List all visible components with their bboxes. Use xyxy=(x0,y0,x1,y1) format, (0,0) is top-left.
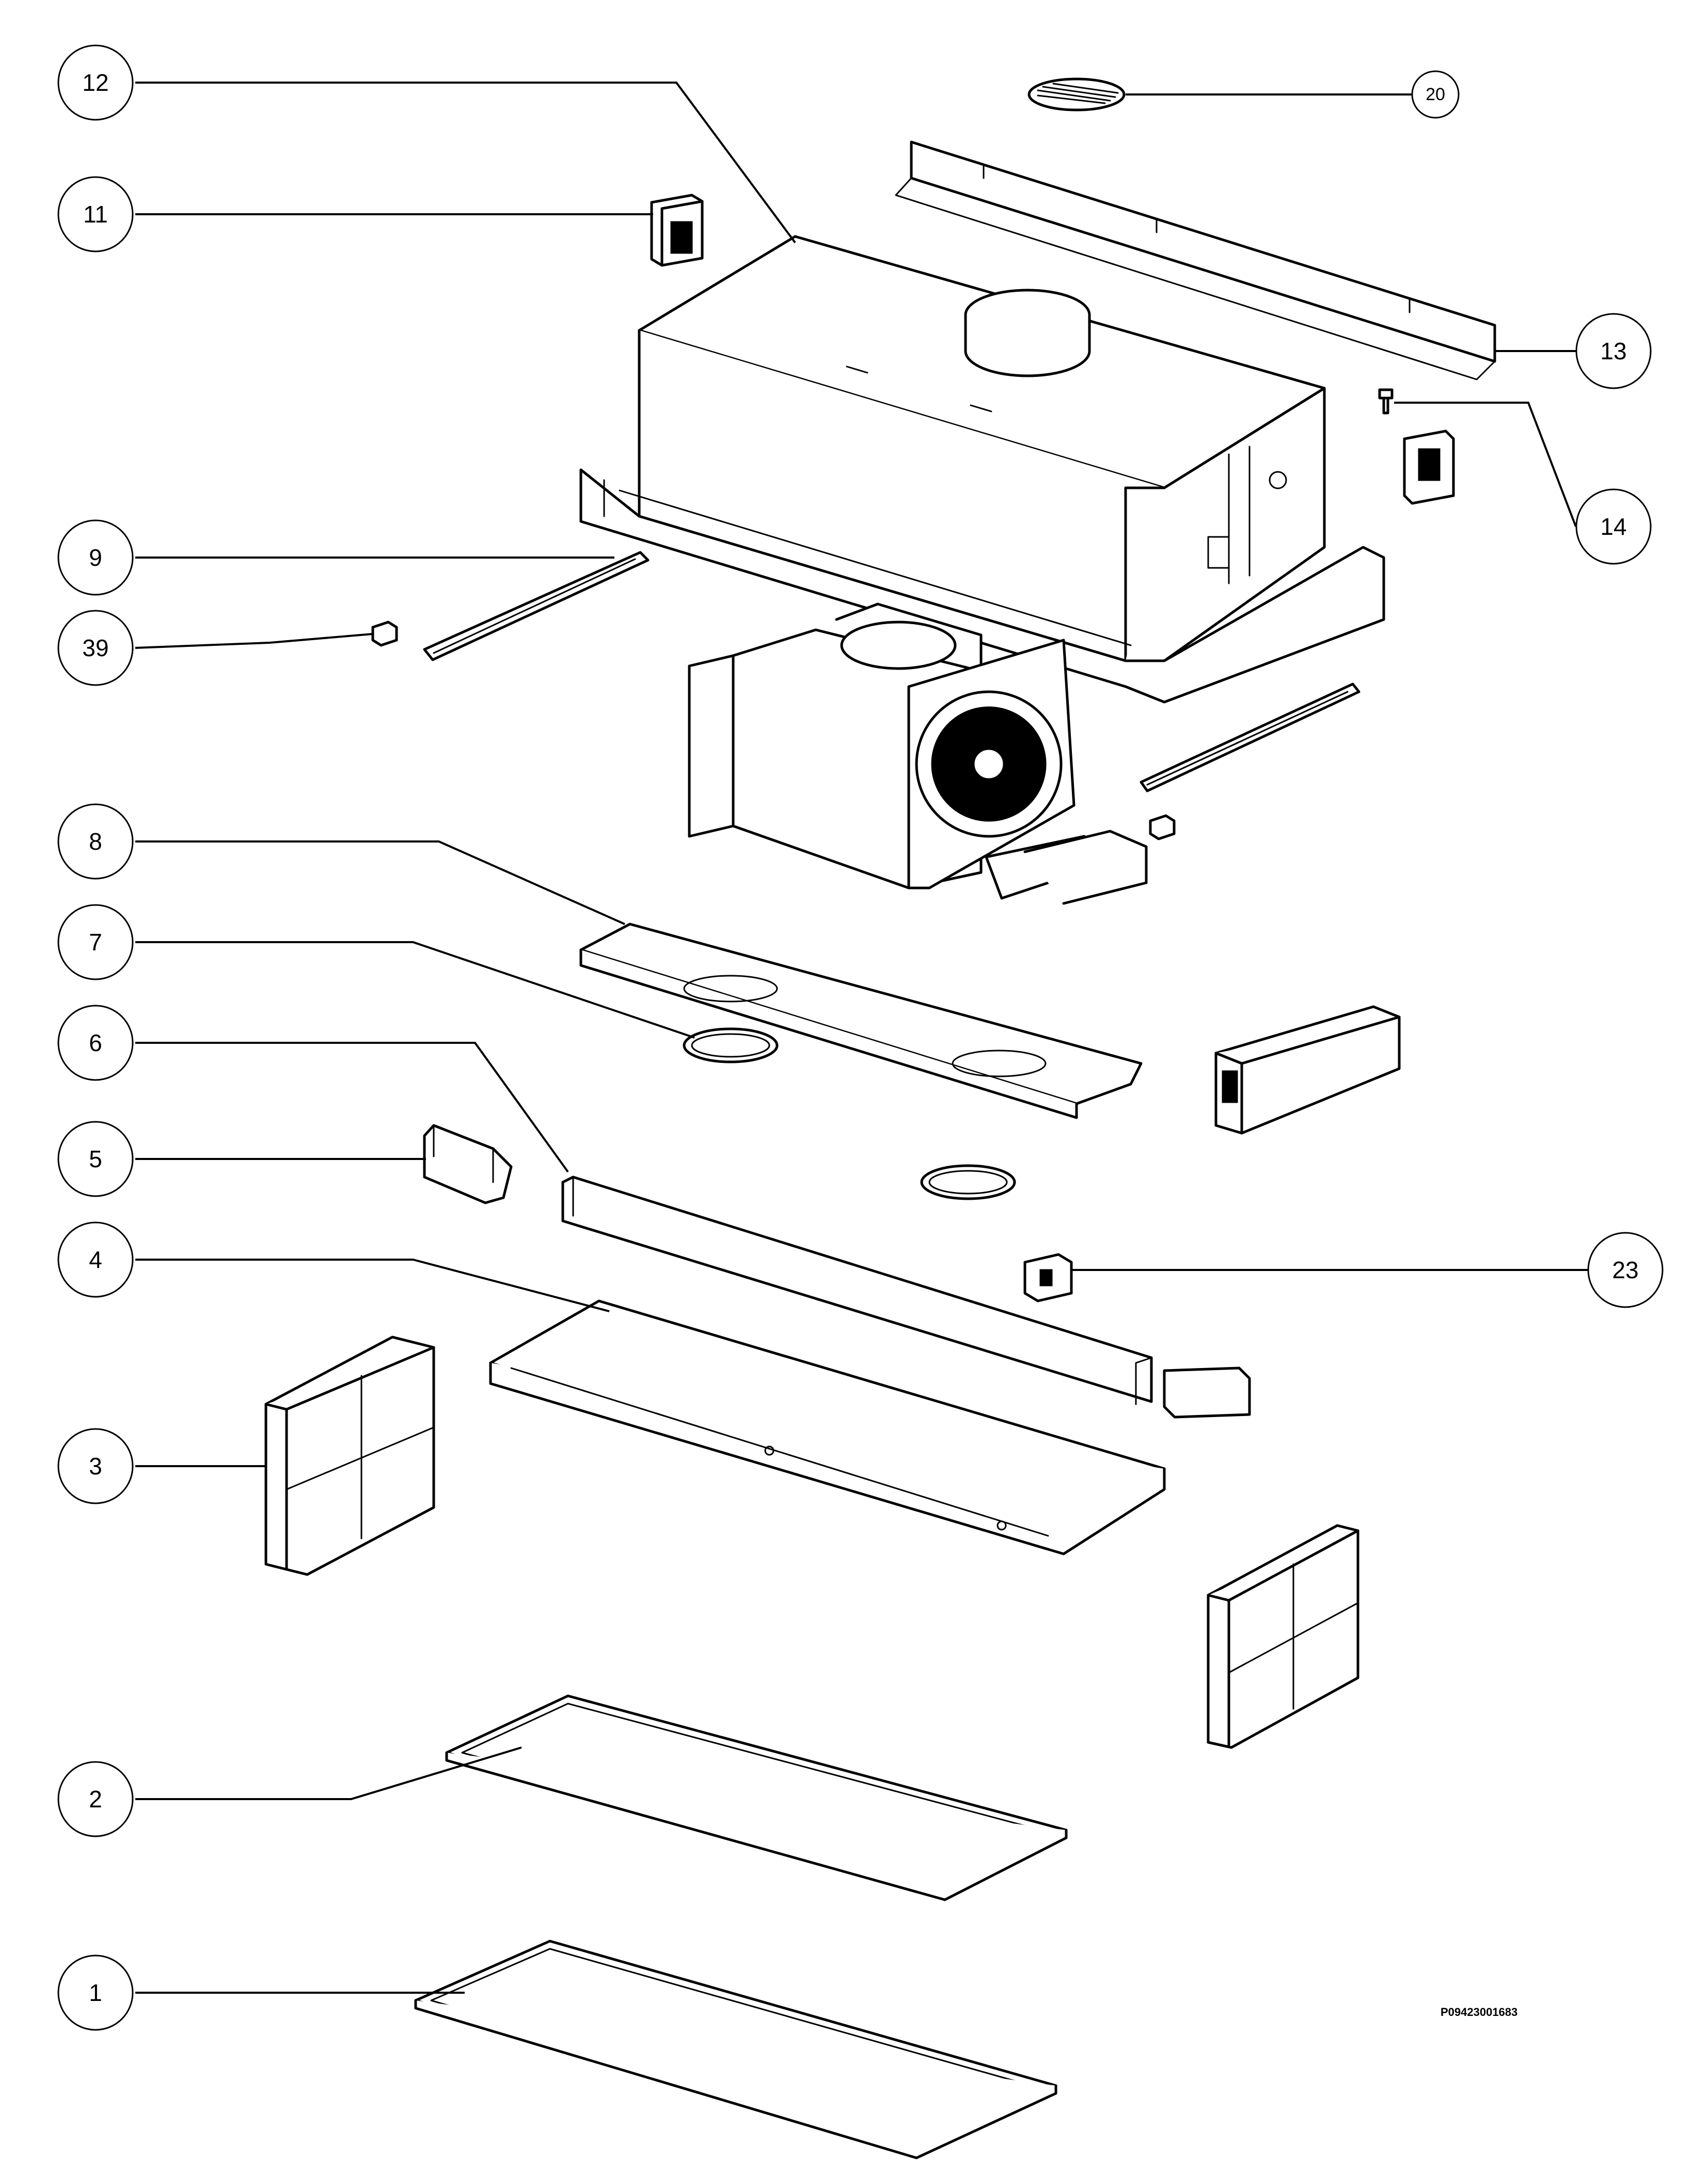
leader-4 xyxy=(135,1259,610,1312)
part-11-switch-module xyxy=(650,194,704,267)
callout-23: 23 xyxy=(1587,1232,1664,1308)
callout-bubble xyxy=(57,44,134,121)
callout-1: 1 xyxy=(57,1954,134,2031)
callout-label: 13 xyxy=(1600,338,1626,364)
callout-bubble xyxy=(1411,70,1460,119)
callout-39: 39 xyxy=(57,610,134,686)
part-3-side-panel-left xyxy=(264,1336,435,1576)
callout-20: 20 xyxy=(1411,70,1460,119)
callout-label: 4 xyxy=(89,1246,102,1273)
callout-bubble xyxy=(1575,488,1652,565)
callout-label: 12 xyxy=(82,69,108,96)
callout-bubble xyxy=(57,1121,134,1197)
leader-14 xyxy=(1394,402,1577,527)
callout-13: 13 xyxy=(1575,313,1652,389)
part-39-clip xyxy=(371,621,398,647)
part-20-mesh-disc xyxy=(1027,77,1126,112)
callout-bubble xyxy=(57,1761,134,1837)
callout-label: 7 xyxy=(89,929,102,956)
callout-4: 4 xyxy=(57,1221,134,1298)
part-2-grease-filter xyxy=(445,1694,1068,1901)
callout-label: 2 xyxy=(89,1786,102,1813)
callout-14: 14 xyxy=(1575,488,1652,565)
callout-label: 11 xyxy=(83,201,108,228)
leader-8 xyxy=(135,840,625,925)
callout-label: 1 xyxy=(89,1979,102,2006)
rail-right xyxy=(1140,682,1361,792)
motor-fan-assembly xyxy=(688,602,1148,905)
part-7-gasket-ring xyxy=(683,1027,779,1063)
leader-6 xyxy=(135,1042,569,1173)
part-8-frame-plate xyxy=(579,923,1143,1119)
callout-bubble xyxy=(57,1221,134,1298)
callout-bubble xyxy=(1587,1232,1664,1308)
part-6-trim-bar xyxy=(561,1175,1153,1405)
gasket-ring-second xyxy=(920,1164,1016,1200)
callout-bubble xyxy=(57,176,134,252)
callout-8: 8 xyxy=(57,803,134,880)
side-panel-right xyxy=(1207,1524,1359,1749)
callout-12: 12 xyxy=(57,44,134,121)
clip-right xyxy=(1149,814,1176,840)
leader-lines xyxy=(135,82,1588,1994)
callout-9: 9 xyxy=(57,519,134,596)
part-4-front-panel xyxy=(489,1299,1166,1555)
callout-bubble xyxy=(57,610,134,686)
callout-bubble xyxy=(57,1428,134,1504)
part-13-rear-strip xyxy=(895,140,1496,380)
callout-label: 9 xyxy=(89,544,102,571)
part-5-lamp-holder xyxy=(423,1124,513,1204)
part-14-screw xyxy=(1378,388,1394,415)
part-23-bracket xyxy=(1023,1253,1073,1302)
callout-bubble xyxy=(1575,313,1652,389)
callout-label: 39 xyxy=(82,634,108,661)
callout-bubble xyxy=(57,1954,134,2031)
part-9-rail-left xyxy=(423,551,650,661)
callout-3: 3 xyxy=(57,1428,134,1504)
callout-5: 5 xyxy=(57,1121,134,1197)
part-12-main-housing xyxy=(579,235,1385,704)
part-1-grease-filter xyxy=(414,1940,1057,2159)
leader-39 xyxy=(135,633,373,649)
callout-bubble xyxy=(57,904,134,980)
callout-label: 6 xyxy=(89,1029,102,1056)
end-cap xyxy=(1163,1366,1251,1419)
callout-11: 11 xyxy=(57,176,134,252)
callout-bubble xyxy=(57,803,134,880)
callout-2: 2 xyxy=(57,1761,134,1837)
callout-7: 7 xyxy=(57,904,134,980)
control-box xyxy=(1214,1005,1401,1135)
callout-6: 6 xyxy=(57,1005,134,1081)
leader-12 xyxy=(135,82,796,244)
side-connector-right xyxy=(1403,430,1455,505)
leader-7 xyxy=(135,941,695,1039)
callout-label: 8 xyxy=(89,828,102,855)
callout-label: 5 xyxy=(89,1146,102,1172)
callout-label: 14 xyxy=(1600,513,1626,540)
callout-label: 3 xyxy=(89,1453,102,1480)
callout-label: 20 xyxy=(1426,85,1445,104)
callout-bubble xyxy=(57,519,134,596)
document-code: P09423001683 xyxy=(1441,2006,1517,2019)
callout-bubble xyxy=(57,1005,134,1081)
callout-label: 23 xyxy=(1612,1257,1638,1283)
leader-2 xyxy=(135,1746,522,1800)
